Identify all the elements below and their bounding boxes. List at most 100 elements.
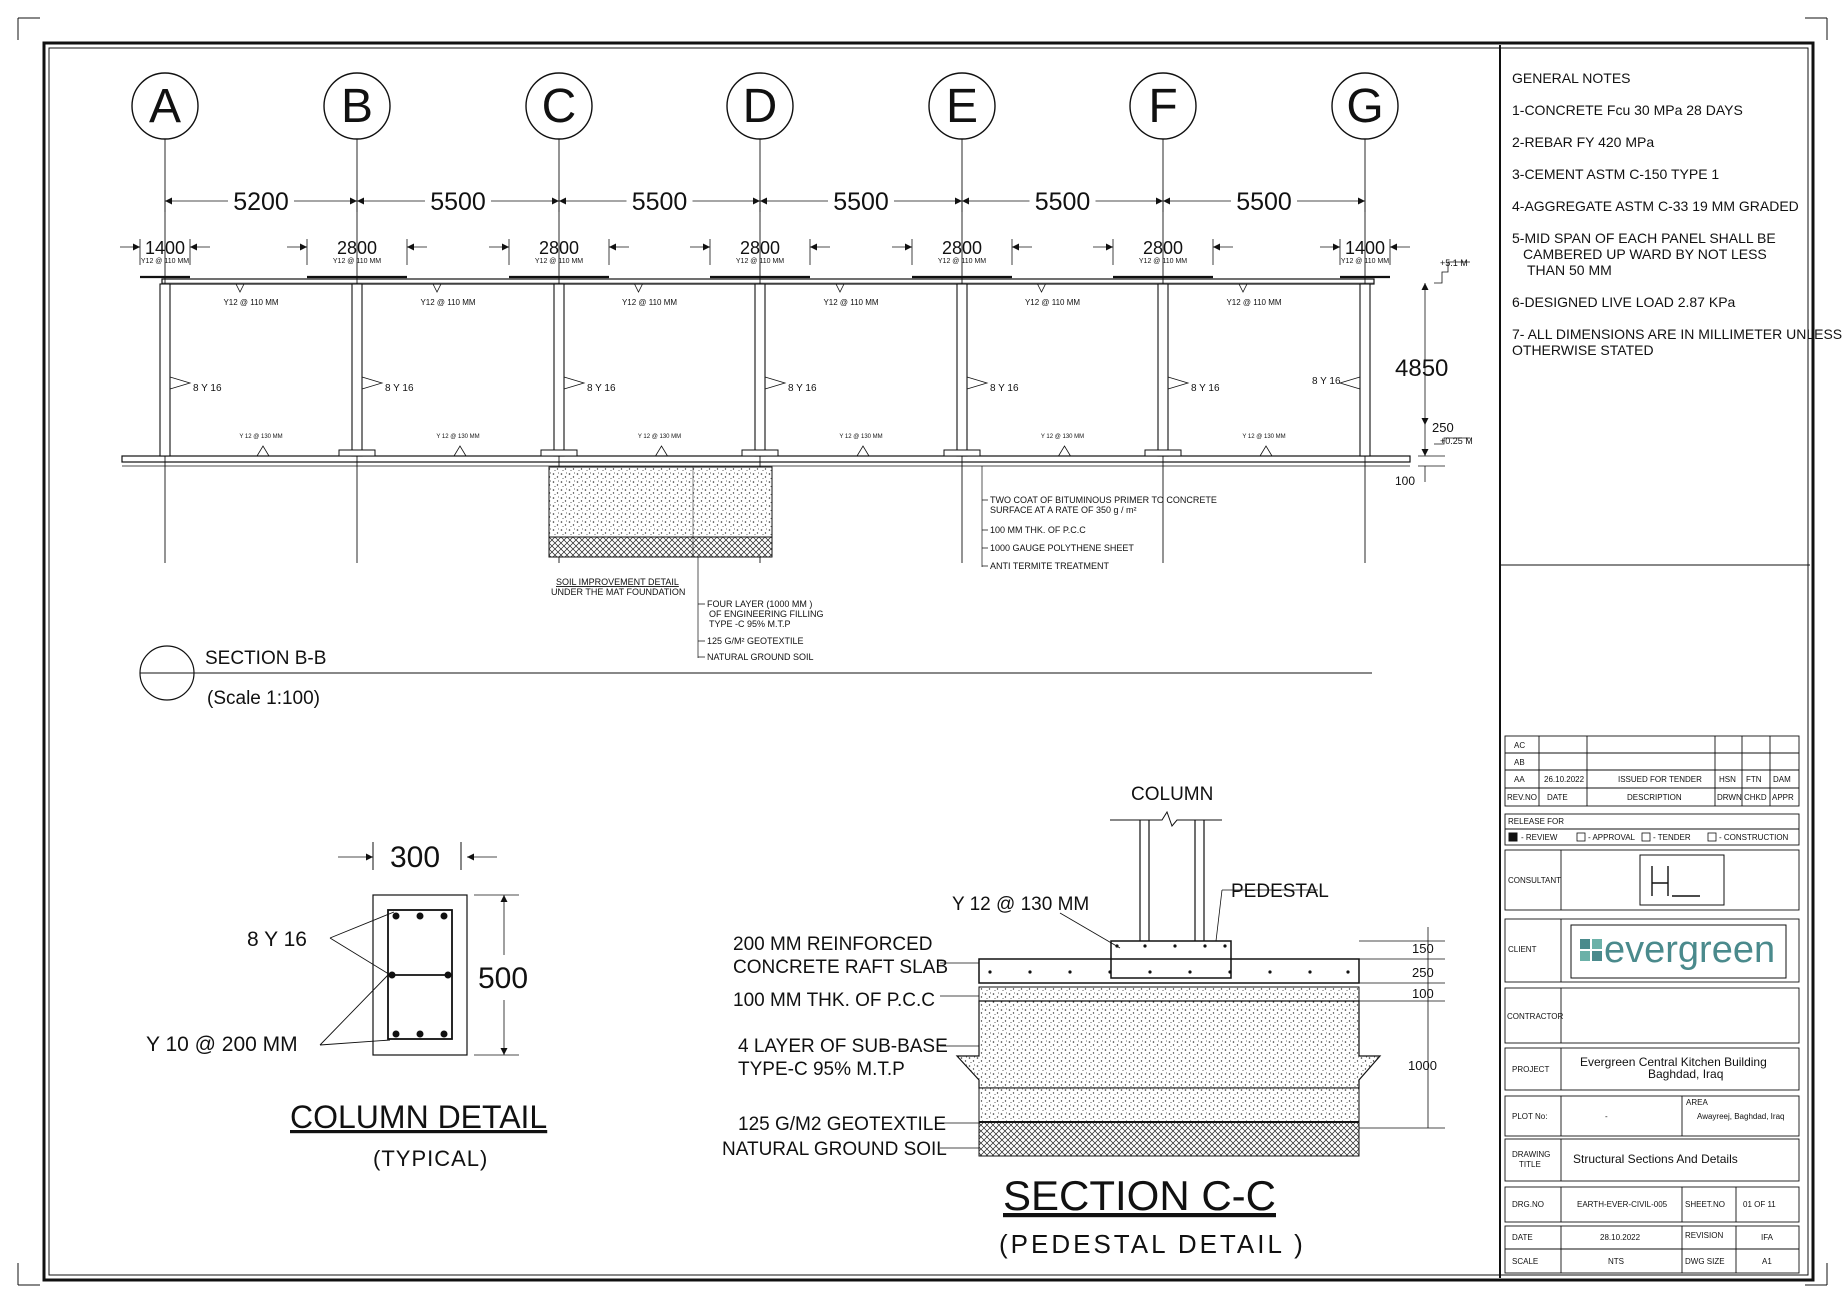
- project-label: PROJECT: [1512, 1065, 1549, 1074]
- top-bar-label-support: Y12 @ 110 MM: [535, 258, 583, 265]
- pedestal-dim-label: 2800: [942, 238, 982, 258]
- cc-pedestal-label: PEDESTAL: [1231, 881, 1329, 902]
- span-dim-label: 5500: [1035, 188, 1091, 216]
- bottom-bar-label: Y 12 @ 130 MM: [1242, 434, 1285, 440]
- release-tender-checkbox[interactable]: [1641, 832, 1651, 842]
- area-value: Awayreej, Baghdad, Iraq: [1697, 1112, 1784, 1121]
- scale-label: SCALE: [1512, 1257, 1538, 1266]
- client-label: CLIENT: [1508, 945, 1537, 954]
- drg-no-label: DRG.NO: [1512, 1200, 1544, 1209]
- bottom-bar-marker: [256, 445, 270, 457]
- rev-aa-desc: ISSUED FOR TENDER: [1618, 775, 1702, 784]
- pedestal-dim-label: 2800: [337, 238, 377, 258]
- column-bar-label: 8 Y 16: [193, 383, 222, 394]
- release-construction-label: - CONSTRUCTION: [1719, 833, 1789, 842]
- section-cc-subtitle: (PEDESTAL DETAIL ): [999, 1229, 1306, 1259]
- release-tender-label: - TENDER: [1653, 833, 1691, 842]
- rev-aa-date: 26.10.2022: [1544, 775, 1585, 784]
- rev-aa-chkd: FTN: [1746, 775, 1762, 784]
- grid-label-c: C: [542, 80, 577, 133]
- column-main-bars-label: 8 Y 16: [247, 928, 307, 951]
- column-ties-label: Y 10 @ 200 MM: [146, 1033, 298, 1056]
- rev-header-appr: APPR: [1772, 793, 1794, 802]
- soil-callout-2: OF ENGINEERING FILLING: [709, 609, 824, 619]
- rev-header-date: DATE: [1547, 793, 1568, 802]
- pedestal-f: [1144, 449, 1182, 457]
- column-bar-leader: [1338, 376, 1361, 390]
- soil-callout-5: NATURAL GROUND SOIL: [707, 652, 814, 662]
- section-bb-scale: (Scale 1:100): [207, 688, 320, 709]
- date-value: 28.10.2022: [1600, 1233, 1641, 1242]
- consultant-logo: [1651, 866, 1700, 897]
- top-bar-marker: [235, 283, 245, 293]
- column-a: [159, 283, 171, 457]
- section-cc-drawing: [940, 810, 1445, 1157]
- pedestal-dim-label: 2800: [539, 238, 579, 258]
- column-e: [956, 283, 968, 457]
- column-bar-label: 8 Y 16: [1312, 376, 1341, 387]
- soil-callout-3: TYPE -C 95% M.T.P: [709, 619, 791, 629]
- sheet-border: [17, 17, 1828, 1286]
- date-label: DATE: [1512, 1233, 1533, 1242]
- release-for: RELEASE FOR - REVIEW - APPROVAL - TENDER…: [1508, 817, 1789, 842]
- grid-label-a: A: [149, 80, 181, 133]
- rev-header-chkd: CHKD: [1744, 793, 1767, 802]
- release-approval-checkbox[interactable]: [1576, 832, 1586, 842]
- top-bar-marker: [1238, 283, 1248, 293]
- rev-header-no: REV.NO: [1507, 793, 1537, 802]
- top-bar-label-support: Y12 @ 110 MM: [736, 258, 784, 265]
- note-2: 2-REBAR FY 420 MPa: [1512, 134, 1654, 150]
- column-bar-leader: [563, 376, 586, 390]
- bottom-bar-marker: [655, 445, 668, 457]
- note-5a: 5-MID SPAN OF EACH PANEL SHALL BE: [1512, 230, 1776, 246]
- note-3: 3-CEMENT ASTM C-150 TYPE 1: [1512, 166, 1719, 182]
- bottom-bar-marker: [1058, 445, 1071, 457]
- grid-label-b: B: [341, 80, 373, 133]
- section-bb-title: SECTION B-B: [205, 648, 326, 669]
- top-bar-label-support: Y12 @ 110 MM: [938, 258, 986, 265]
- grid-label-d: D: [743, 80, 778, 133]
- level-bottom-label: +0.25 M: [1440, 436, 1473, 446]
- note-6: 6-DESIGNED LIVE LOAD 2.87 KPa: [1512, 294, 1736, 310]
- column-d: [754, 283, 766, 457]
- dwg-size-value: A1: [1762, 1257, 1772, 1266]
- rev-row-ab: AB: [1514, 758, 1525, 767]
- pedestal-e: [943, 449, 981, 457]
- column-b: [351, 283, 363, 457]
- pcc-dim-label: 100: [1395, 474, 1415, 488]
- cc-bars-label: Y 12 @ 130 MM: [952, 894, 1089, 915]
- note-7b: OTHERWISE STATED: [1512, 342, 1654, 358]
- pedestal-c: [540, 449, 578, 457]
- revision-value: IFA: [1761, 1233, 1774, 1242]
- membrane-callout-3: 100 MM THK. OF P.C.C: [990, 525, 1086, 535]
- section-bb-columns: 8 Y 16 Y12 @ 110 MM 8 Y 16 Y12 @ 110 MM 8 Y …: [140, 258, 1390, 457]
- cc-dim-1000: 1000: [1408, 1058, 1437, 1073]
- plot-label: PLOT No:: [1512, 1112, 1547, 1121]
- release-construction-checkbox[interactable]: [1707, 832, 1717, 842]
- note-7a: 7- ALL DIMENSIONS ARE IN MILLIMETER UNLE…: [1512, 326, 1842, 342]
- column-bar-label: 8 Y 16: [1191, 383, 1220, 394]
- note-4: 4-AGGREGATE ASTM C-33 19 MM GRADED: [1512, 198, 1799, 214]
- soil-callout-4: 125 G/M² GEOTEXTILE: [707, 636, 804, 646]
- membrane-callout-2: SURFACE AT A RATE OF 350 g / m²: [990, 505, 1137, 515]
- rev-row-aa: AA: [1514, 775, 1525, 784]
- contractor-label: CONTRACTOR: [1507, 1012, 1564, 1021]
- column-bar-label: 8 Y 16: [385, 383, 414, 394]
- column-detail-bars: [388, 912, 452, 1038]
- bottom-bar-marker: [453, 445, 467, 457]
- top-bar-label-midspan: Y12 @ 110 MM: [420, 298, 475, 307]
- span-dim-label: 5500: [1236, 188, 1292, 216]
- column-bar-leader: [169, 376, 192, 390]
- area-label: AREA: [1686, 1098, 1708, 1107]
- rev-aa-appr: DAM: [1773, 775, 1791, 784]
- soil-subtitle: UNDER THE MAT FOUNDATION: [551, 587, 685, 597]
- project-location: Baghdad, Iraq: [1648, 1067, 1723, 1081]
- grid-label-f: F: [1148, 80, 1177, 133]
- section-bb-title-block: [139, 645, 1372, 701]
- release-review-checkbox[interactable]: [1508, 832, 1518, 842]
- release-approval-label: - APPROVAL: [1588, 833, 1636, 842]
- bottom-bar-label: Y 12 @ 130 MM: [436, 434, 479, 440]
- bottom-bar-label: Y 12 @ 130 MM: [638, 434, 681, 440]
